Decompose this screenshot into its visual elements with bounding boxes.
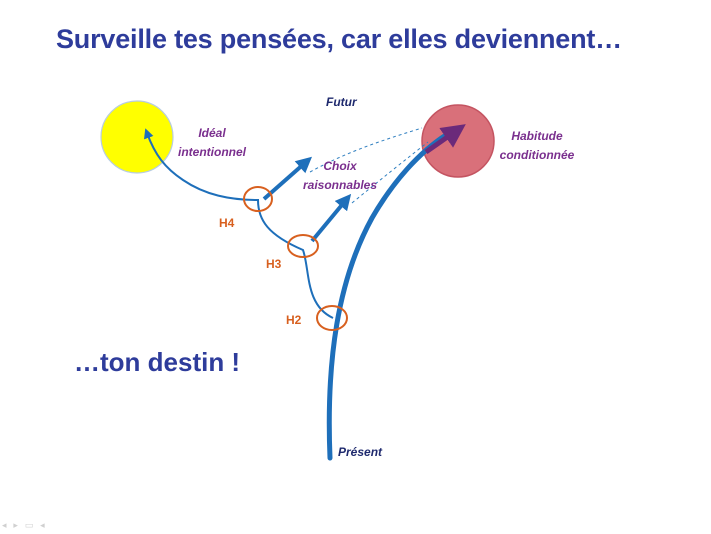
ideal-label: Idéal intentionnel <box>172 124 252 162</box>
decision-circle-h3 <box>287 234 319 258</box>
habit-circle <box>421 104 495 178</box>
habit-arrow <box>424 124 466 155</box>
present-label: Présent <box>338 445 383 459</box>
habit-label-line2: conditionnée <box>499 148 575 162</box>
habit-label-line1: Habitude <box>511 129 563 143</box>
ideal-circle <box>100 100 174 174</box>
future-label: Futur <box>326 95 357 109</box>
ideal-label-line1: Idéal <box>198 126 226 140</box>
h3-choice-arrow <box>310 193 352 243</box>
dashed-line-future <box>309 127 423 173</box>
choice-label: Choix raisonnables <box>298 157 382 195</box>
habit-label: Habitude conditionnée <box>494 127 580 165</box>
choice-label-line2: raisonnables <box>302 178 378 192</box>
decision-circle-h4 <box>243 186 273 212</box>
deviation-path <box>144 128 334 319</box>
slide-nav-controls-icon[interactable]: ◂ ▸ ▭ ◂ <box>2 521 47 531</box>
h4-label: H4 <box>219 216 235 230</box>
choice-label-line1: Choix <box>323 159 357 173</box>
h3-label: H3 <box>266 257 282 271</box>
slide-title: Surveille tes pensées, car elles devienn… <box>56 24 622 54</box>
slide-subtitle: …ton destin ! <box>74 347 241 377</box>
present-main-path <box>326 132 449 461</box>
decision-circle-h2 <box>316 305 348 331</box>
ideal-label-line2: intentionnel <box>178 145 246 159</box>
h2-label: H2 <box>286 313 302 327</box>
